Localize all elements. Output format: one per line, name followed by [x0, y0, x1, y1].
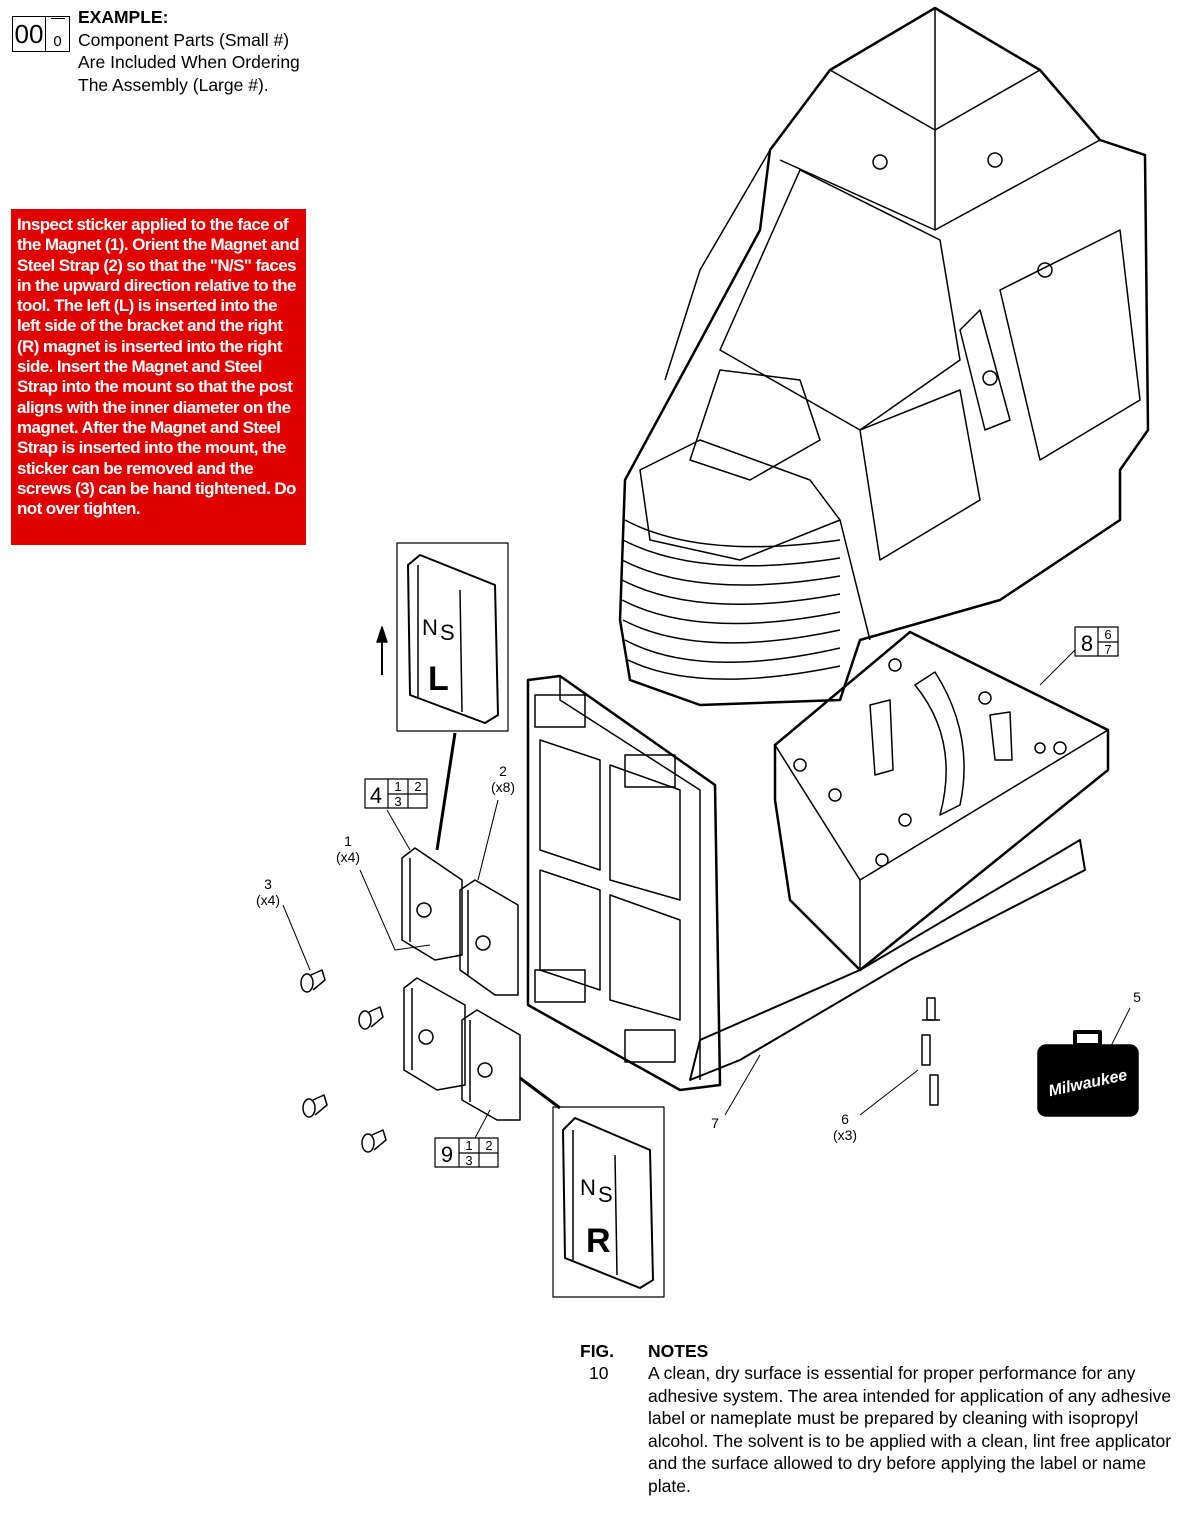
- legend-line: The Assembly (Large #).: [78, 74, 269, 95]
- assembly-box-9: 9 1 2 3: [434, 1137, 499, 1168]
- laser-tool-body: [618, 6, 1150, 707]
- assembly-box-4: 4 1 2 3: [364, 778, 428, 809]
- legend-big-number: 00: [13, 17, 46, 51]
- callout-1-qty: (x4): [336, 849, 360, 865]
- base-bracket: [689, 839, 1086, 1081]
- assembly-8-sub: 7: [1104, 642, 1111, 657]
- fig-label: FIG.: [580, 1341, 615, 1361]
- assembly-9-sub: 2: [485, 1138, 492, 1153]
- callout-3-qty: (x4): [256, 892, 280, 908]
- inset-right-side: R: [586, 1222, 611, 1260]
- callout-2-qty: (x8): [491, 779, 515, 795]
- notes-body: A clean, dry surface is essential for pr…: [648, 1363, 1172, 1496]
- magnet-part-1: [401, 847, 521, 1121]
- callout-6-number: 6: [841, 1111, 849, 1127]
- callout-7-number: 7: [711, 1115, 719, 1131]
- assembly-9-number: 9: [441, 1142, 453, 1167]
- callout-3-number: 3: [264, 876, 272, 892]
- inset-right-s: S: [598, 1182, 613, 1207]
- inset-left-n: N: [422, 615, 438, 640]
- vent-grille: [621, 519, 841, 680]
- notes-title: NOTES: [648, 1341, 709, 1361]
- callout-6-qty: (x3): [833, 1127, 857, 1143]
- inset-left-magnet: N S L: [376, 542, 509, 851]
- legend-example-box: 00 0: [12, 16, 70, 52]
- legend-title: EXAMPLE:: [78, 7, 169, 27]
- screw-part-6: [921, 997, 940, 1106]
- assembly-9-sub: 1: [465, 1138, 472, 1153]
- inset-left-side: L: [428, 660, 449, 698]
- assembly-8-sub: 6: [1104, 627, 1111, 642]
- callout-2-number: 2: [499, 763, 507, 779]
- screw-part-3: [300, 969, 387, 1153]
- assembly-4-number: 4: [370, 783, 382, 808]
- leader-lines: [282, 649, 1131, 1139]
- mount-plate: [773, 630, 1110, 972]
- callout-1-number: 1: [344, 833, 352, 849]
- assembly-4-sub: 2: [414, 779, 421, 794]
- callout-5-number: 5: [1133, 989, 1141, 1005]
- assembly-box-8: 8 6 7: [1074, 626, 1119, 657]
- legend-small-number: 0: [53, 33, 62, 50]
- assembly-4-sub: 1: [394, 779, 401, 794]
- assembly-9-sub: 3: [465, 1153, 472, 1168]
- magnet-installation-warning: Inspect sticker applied to the face of t…: [11, 209, 306, 545]
- legend-line: Are Included When Ordering: [78, 52, 300, 72]
- assembly-8-number: 8: [1081, 631, 1093, 656]
- fig-number: 10: [589, 1363, 609, 1383]
- assembly-4-sub: 3: [394, 794, 401, 809]
- inset-left-s: S: [440, 620, 455, 645]
- legend-line: Component Parts (Small #): [78, 29, 290, 50]
- magnet-bracket: [526, 674, 722, 1092]
- inset-right-n: N: [580, 1175, 596, 1200]
- inset-right-magnet: N S R: [519, 1076, 665, 1298]
- milwaukee-carry-case: Milwaukee: [1037, 1030, 1139, 1117]
